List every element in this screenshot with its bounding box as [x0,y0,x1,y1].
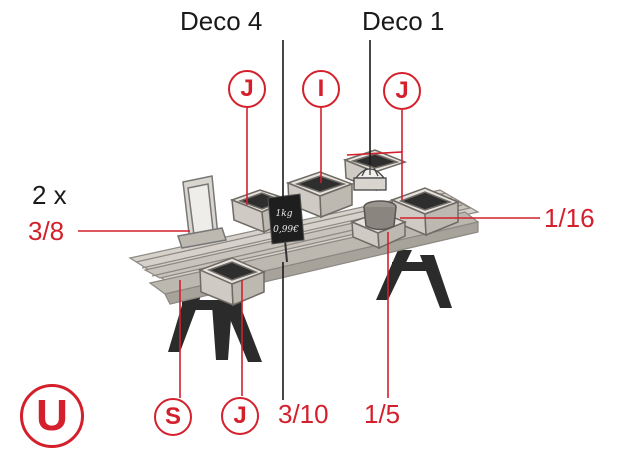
leader-lines-black [282,40,371,400]
trestle-right [376,250,452,308]
bucket [363,200,397,231]
badge-u-corner: U [20,384,84,448]
sign-weight-text: 1kg [276,209,293,219]
count-label: 2 x [32,180,67,210]
mirror [177,175,227,249]
leader-lines [78,107,540,398]
sign-price-text: 0,99€ [273,225,299,235]
badge-s-bottom: S [154,398,192,436]
price-sign: 1kg 0,99€ [267,193,305,263]
scale [353,166,387,191]
badge-j-bottom: J [221,397,259,435]
left-dimension-label: 3/8 [28,216,65,246]
bottom-dimension-b-label: 1/5 [364,399,401,429]
deco4-label: Deco 4 [180,6,263,36]
right-dimension-label: 1/16 [544,203,595,233]
badge-j-left: J [228,70,266,108]
crate-front-left [198,257,266,307]
badge-i-center: I [302,70,340,108]
bottom-dimension-a-label: 3/10 [278,399,329,429]
deco1-label: Deco 1 [362,6,445,36]
badge-j-right: J [383,72,421,110]
